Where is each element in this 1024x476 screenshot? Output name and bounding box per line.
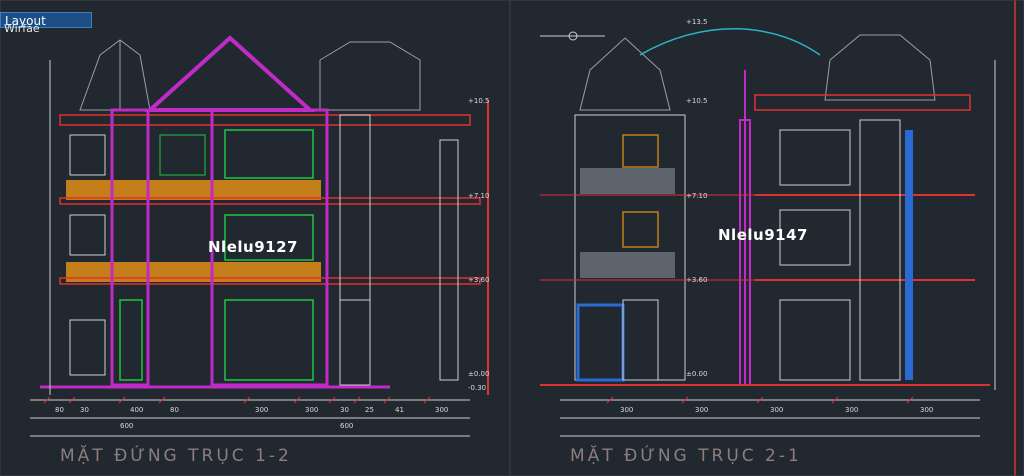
dim-total-label: 600 — [120, 422, 133, 430]
dim-tick — [383, 396, 391, 404]
left-elevation — [30, 35, 489, 437]
left-level-marks: +10.5 +7.10 +3.60 ±0.00 -0.30 — [468, 97, 489, 392]
dim-label: 300 — [305, 406, 318, 414]
dim-tick — [906, 396, 914, 404]
dim-total-label: 600 — [340, 422, 353, 430]
dim-tick — [68, 396, 76, 404]
dim-label: 300 — [620, 406, 633, 414]
dim-label: 300 — [920, 406, 933, 414]
right-elevation-title: MẶT ĐỨNG TRỤC 2-1 — [570, 446, 802, 466]
right-elevation-label: Nlelu9147 — [718, 226, 808, 244]
layout-subtitle: Wirfae — [4, 22, 40, 35]
level-label: +10.5 — [468, 97, 489, 105]
dim-label: 300 — [770, 406, 783, 414]
dim-label: 30 — [80, 406, 89, 414]
left-bottom-dimensions: 80 30 400 80 300 300 30 25 41 300 600 600 — [43, 396, 448, 430]
dim-label: 400 — [130, 406, 143, 414]
dim-label: 80 — [55, 406, 64, 414]
dim-label: 80 — [170, 406, 179, 414]
dim-tick — [243, 396, 251, 404]
layout-tab[interactable]: Layout — [0, 12, 92, 28]
level-label: +3.60 — [468, 276, 489, 284]
left-elevation-title: MẶT ĐỨNG TRỤC 1-2 — [60, 446, 292, 466]
level-label: -0.30 — [468, 384, 486, 392]
dim-tick — [293, 396, 301, 404]
left-elevation-label: Nlelu9127 — [208, 238, 298, 256]
dim-label: 30 — [340, 406, 349, 414]
layout-tab-label: Layout — [5, 14, 46, 28]
dim-label: 300 — [845, 406, 858, 414]
level-label: +13.5 — [686, 18, 707, 26]
dim-tick — [606, 396, 614, 404]
level-label: +7.10 — [686, 192, 707, 200]
dim-tick — [328, 396, 336, 404]
level-label: ±0.00 — [468, 370, 489, 378]
dim-label: 25 — [365, 406, 374, 414]
level-label: +10.5 — [686, 97, 707, 105]
level-label: +3.60 — [686, 276, 707, 284]
dim-tick — [353, 396, 361, 404]
dim-tick — [423, 396, 431, 404]
dim-label: 41 — [395, 406, 404, 414]
dim-tick — [756, 396, 764, 404]
dim-label: 300 — [255, 406, 268, 414]
level-label: +7.10 — [468, 192, 489, 200]
dim-tick — [158, 396, 166, 404]
dim-label: 300 — [435, 406, 448, 414]
dim-tick — [681, 396, 689, 404]
dim-label: 300 — [695, 406, 708, 414]
level-label: ±0.00 — [686, 370, 707, 378]
dim-tick — [831, 396, 839, 404]
right-bottom-dimensions: 300 300 300 300 300 — [606, 396, 933, 414]
dim-tick — [43, 396, 51, 404]
dim-tick — [118, 396, 126, 404]
right-level-marks: +13.5 +10.5 +7.10 +3.60 ±0.00 — [686, 18, 707, 378]
